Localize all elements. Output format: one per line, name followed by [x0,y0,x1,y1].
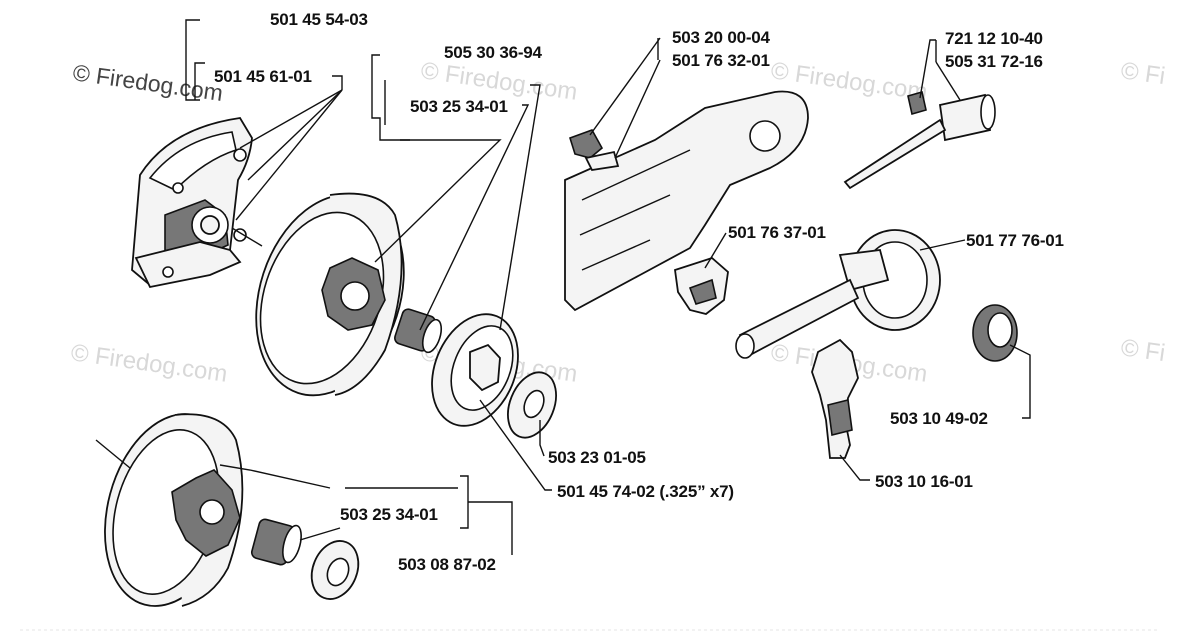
part-label-501-45-54-03: 501 45 54-03 [270,10,368,29]
clutch-drum-bottom-drawing [104,413,360,607]
part-label-721-12-10-40: 721 12 10-40 [945,29,1043,48]
leader-lines [95,19,1031,555]
worm-gear-drawing [972,304,1018,362]
washer-top-drawing [507,371,557,439]
watermark-text: © Fi [1119,334,1167,367]
part-label-503-20-00-04: 503 20 00-04 [672,28,771,47]
part-label-503-25-34-01-top: 503 25 34-01 [410,97,508,116]
part-labels: 501 45 54-03 501 45 61-01 505 30 36-94 5… [214,10,1064,574]
part-label-503-10-16-01: 503 10 16-01 [875,472,973,491]
part-label-501-77-76-01: 501 77 76-01 [966,231,1064,250]
tensioner-piece-drawing [674,256,729,315]
part-label-501-76-32-01: 501 76 32-01 [672,51,770,70]
chain-guide-plate-drawing [564,90,809,312]
part-label-501-76-37-01: 501 76 37-01 [728,223,826,242]
rim-sprocket-drawing [431,313,519,427]
part-label-503-25-34-01-bottom: 503 25 34-01 [340,505,438,524]
part-label-501-45-74-02: 501 45 74-02 (.325” x7) [557,482,734,501]
watermark-text: © Firedog.com [69,339,229,388]
part-label-503-08-87-02: 503 08 87-02 [398,555,496,574]
part-label-503-23-01-05: 503 23 01-05 [548,448,646,467]
clutch-assembly-drawing [131,117,263,289]
clutch-drum-drawing [255,192,405,397]
part-label-505-30-36-94: 505 30 36-94 [444,43,543,62]
oil-pump-drawing [735,229,941,359]
part-label-501-45-61-01: 501 45 61-01 [214,67,312,86]
bolt-drawing [843,90,996,190]
part-label-505-31-72-16: 505 31 72-16 [945,52,1043,71]
watermark-text: © Fi [1119,57,1167,90]
watermark-logo-text: © Firedog.com [71,59,224,106]
pump-piston-drawing [811,338,859,459]
part-label-503-10-49-02: 503 10 49-02 [890,409,988,428]
